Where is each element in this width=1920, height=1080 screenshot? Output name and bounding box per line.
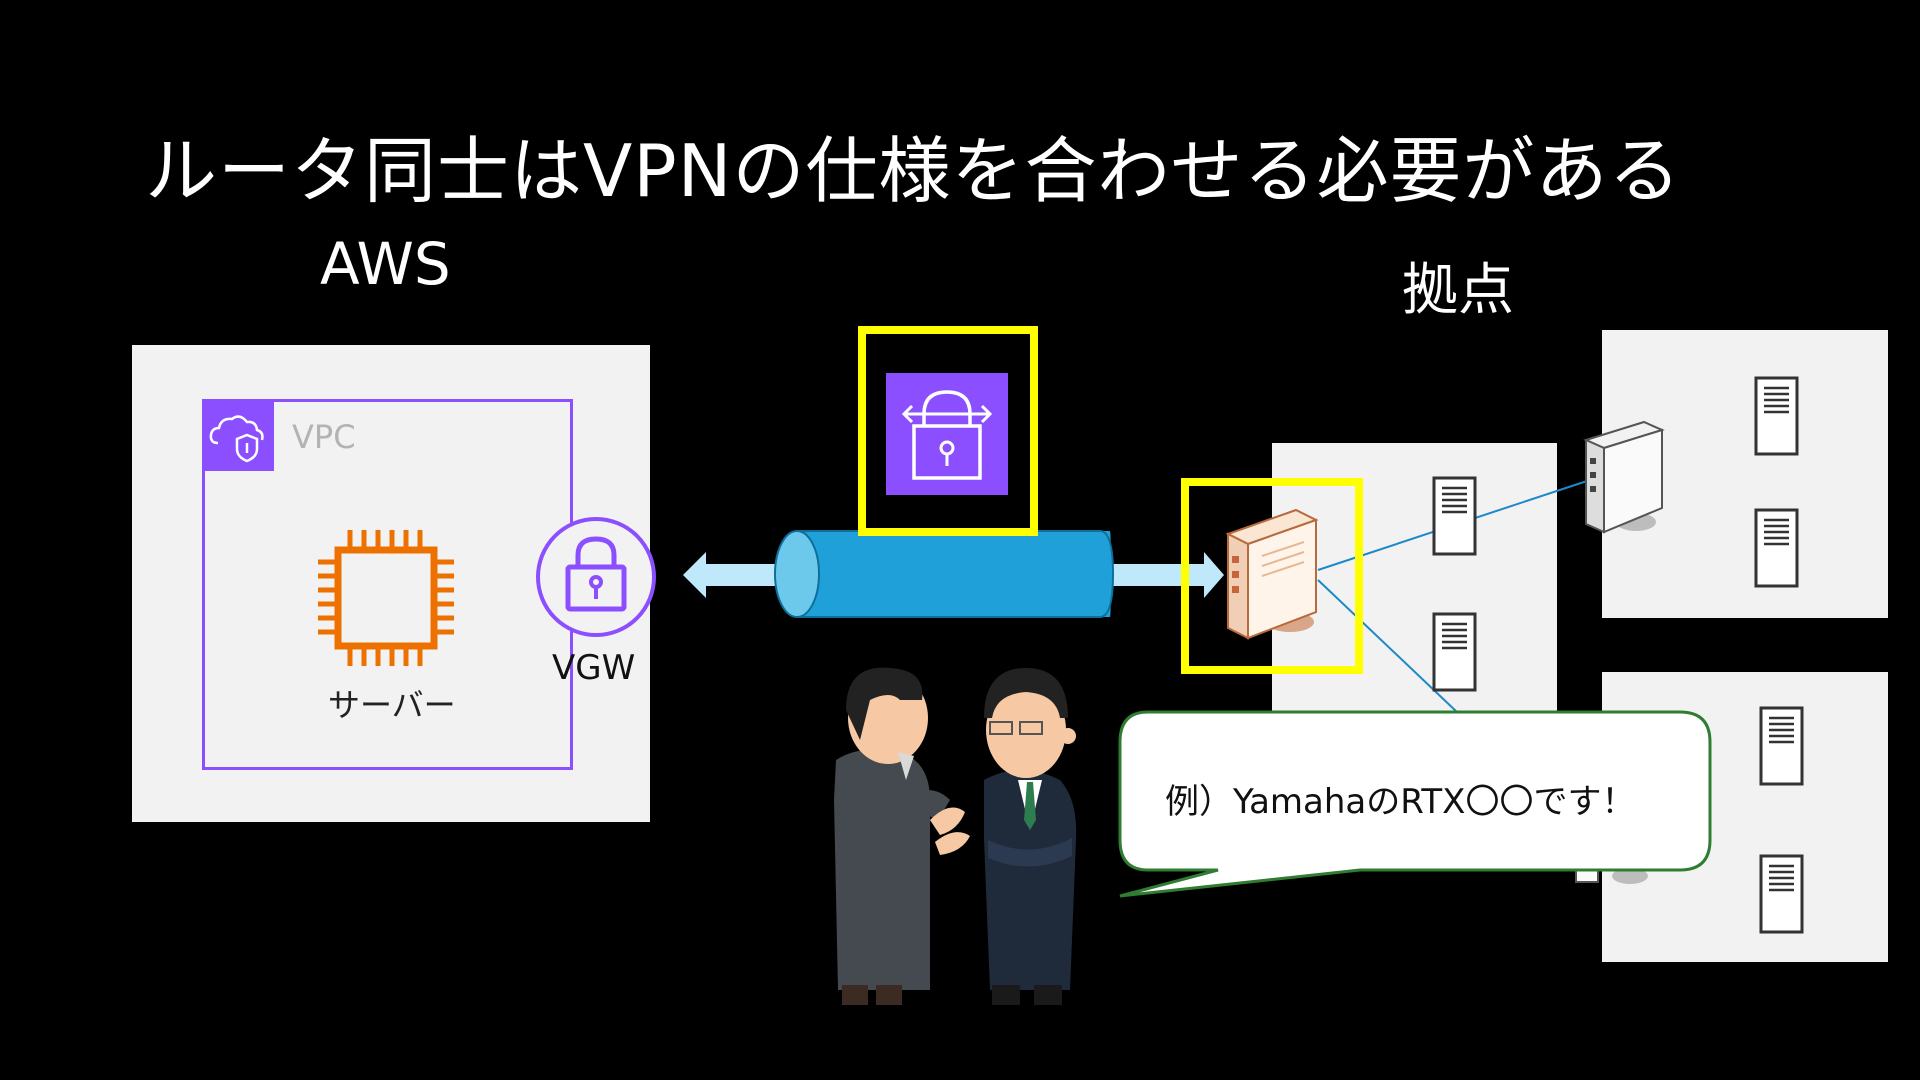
speech-bubble — [1118, 710, 1712, 898]
vgw-lock-icon — [534, 515, 658, 643]
highlight-box-router — [1181, 478, 1363, 674]
router-icon-secondary — [1583, 420, 1665, 534]
cloud-shield-icon — [202, 399, 274, 471]
arrow-left-icon — [683, 552, 777, 598]
server-tower-icon — [1432, 376, 1804, 934]
speech-bubble-text: 例）YamahaのRTX〇〇です！ — [1165, 782, 1636, 822]
people-icon — [834, 667, 1077, 1005]
chip-icon — [316, 528, 456, 672]
vpn-tunnel — [774, 530, 1115, 618]
vpc-label: VPC — [292, 418, 356, 456]
vgw-label: VGW — [552, 648, 636, 688]
server-label: サーバー — [328, 686, 456, 724]
vpn-lock-icon — [886, 373, 1008, 495]
aws-heading: AWS — [320, 230, 451, 298]
slide-title: ルータ同士はVPNの仕様を合わせる必要がある — [145, 129, 1682, 213]
router-icon — [1225, 508, 1319, 640]
arrow-right-icon — [1108, 552, 1224, 598]
site-heading: 拠点 — [1402, 258, 1514, 323]
highlight-box-vpn — [858, 326, 1038, 536]
